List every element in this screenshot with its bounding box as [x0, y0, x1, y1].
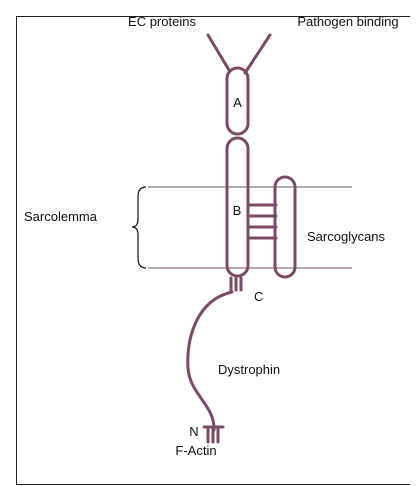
pathogen-binding-arm [245, 35, 270, 73]
sarcoglycan-links [248, 205, 276, 238]
c-terminal-stubs [231, 278, 241, 290]
label-n-terminus: N [189, 424, 198, 439]
label-pathogen-binding: Pathogen binding [297, 14, 398, 29]
label-sarcoglycans: Sarcoglycans [307, 229, 386, 244]
n-terminal-stubs [204, 427, 223, 442]
label-c-terminus: C [254, 289, 263, 304]
label-f-actin: F-Actin [175, 443, 216, 458]
label-sarcolemma: Sarcolemma [24, 209, 98, 224]
label-domain-b: B [233, 203, 242, 218]
label-ec-proteins: EC proteins [128, 14, 196, 29]
sarcolemma-brace [132, 187, 146, 268]
ec-protein-arm [208, 35, 229, 70]
dystrophin-strand [188, 292, 232, 430]
sarcoglycan-capsule [275, 177, 295, 277]
label-dystrophin: Dystrophin [218, 362, 280, 377]
label-domain-a: A [233, 95, 242, 110]
